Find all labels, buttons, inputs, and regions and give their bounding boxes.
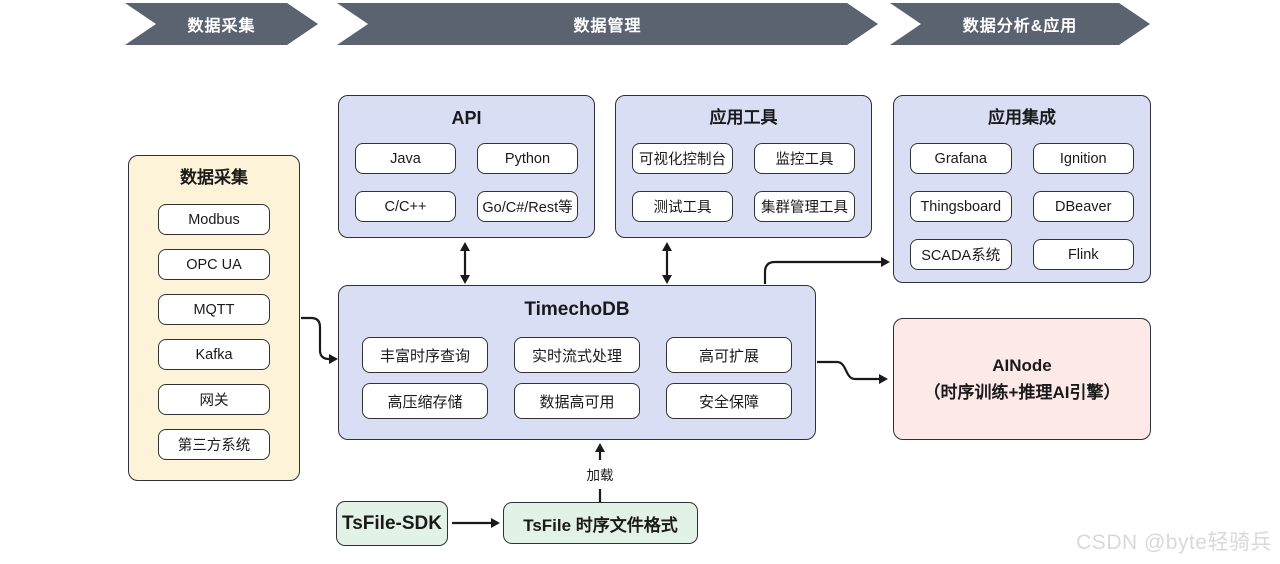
panel-data-collection: 数据采集 Modbus OPC UA MQTT Kafka 网关 第三方系统 bbox=[128, 155, 300, 481]
box-label: TsFile 时序文件格式 bbox=[523, 515, 678, 535]
list-item: 高压缩存储 bbox=[362, 383, 488, 419]
ainode-title: AINode bbox=[992, 356, 1052, 375]
list-item: 集群管理工具 bbox=[754, 191, 855, 222]
connector-api-timechodb bbox=[460, 242, 470, 284]
list-item: 安全保障 bbox=[666, 383, 792, 419]
list-item: Kafka bbox=[158, 339, 270, 370]
list-item: C/C++ bbox=[355, 191, 456, 222]
panel-title: API bbox=[451, 108, 482, 128]
watermark: CSDN @byte轻骑兵 bbox=[1076, 531, 1272, 554]
banner-data-collection: 数据采集 bbox=[125, 3, 318, 45]
load-label: 加载 bbox=[586, 468, 614, 483]
list-item: Python bbox=[477, 143, 578, 174]
banner-data-management: 数据管理 bbox=[337, 3, 878, 45]
list-item: 高可扩展 bbox=[666, 337, 792, 373]
panel-title: 应用工具 bbox=[709, 108, 778, 127]
connector-collection-to-timechodb bbox=[301, 316, 338, 364]
panel-app-integration: 应用集成 Grafana Ignition Thingsboard DBeave… bbox=[893, 95, 1151, 283]
panel-timechodb: TimechoDB 丰富时序查询 实时流式处理 高可扩展 高压缩存储 数据高可用… bbox=[338, 285, 816, 440]
list-item: Java bbox=[355, 143, 456, 174]
panel-ainode: AINode （时序训练+推理AI引擎） bbox=[893, 318, 1151, 440]
box-tsfile-format: TsFile 时序文件格式 bbox=[503, 502, 698, 544]
list-item: Modbus bbox=[158, 204, 270, 235]
list-item: 实时流式处理 bbox=[514, 337, 640, 373]
list-item: 数据高可用 bbox=[514, 383, 640, 419]
connector-sdk-to-format bbox=[452, 518, 500, 528]
api-list: Java Python C/C++ Go/C#/Rest等 bbox=[339, 131, 594, 222]
panel-app-tools: 应用工具 可视化控制台 监控工具 测试工具 集群管理工具 bbox=[615, 95, 872, 238]
list-item: 网关 bbox=[158, 384, 270, 415]
list-item: 第三方系统 bbox=[158, 429, 270, 460]
list-item: 丰富时序查询 bbox=[362, 337, 488, 373]
list-item: 可视化控制台 bbox=[632, 143, 733, 174]
connector-timechodb-to-ainode bbox=[817, 360, 888, 384]
panel-title: TimechoDB bbox=[524, 299, 630, 320]
list-item: OPC UA bbox=[158, 249, 270, 280]
list-item: Go/C#/Rest等 bbox=[477, 191, 578, 222]
ainode-subtitle: （时序训练+推理AI引擎） bbox=[923, 383, 1121, 402]
list-item: Flink bbox=[1032, 239, 1134, 270]
app-integration-list: Grafana Ignition Thingsboard DBeaver SCA… bbox=[894, 131, 1150, 270]
list-item: SCADA系统 bbox=[910, 239, 1012, 270]
box-label: TsFile-SDK bbox=[342, 512, 442, 534]
panel-title: 应用集成 bbox=[988, 108, 1056, 127]
list-item: Grafana bbox=[910, 143, 1012, 174]
banner-data-analysis: 数据分析&应用 bbox=[890, 3, 1150, 45]
list-item: MQTT bbox=[158, 294, 270, 325]
timechodb-feature-list: 丰富时序查询 实时流式处理 高可扩展 高压缩存储 数据高可用 安全保障 bbox=[339, 325, 815, 419]
panel-api: API Java Python C/C++ Go/C#/Rest等 bbox=[338, 95, 595, 238]
list-item: Ignition bbox=[1032, 143, 1134, 174]
panel-title: 数据采集 bbox=[180, 168, 248, 187]
list-item: 测试工具 bbox=[632, 191, 733, 222]
banner-label: 数据管理 bbox=[573, 18, 642, 35]
box-tsfile-sdk: TsFile-SDK bbox=[336, 501, 448, 546]
data-collection-list: Modbus OPC UA MQTT Kafka 网关 第三方系统 bbox=[158, 204, 270, 460]
connector-timechodb-to-integration bbox=[763, 257, 890, 284]
banner-label: 数据分析&应用 bbox=[962, 18, 1078, 35]
list-item: 监控工具 bbox=[754, 143, 855, 174]
app-tools-list: 可视化控制台 监控工具 测试工具 集群管理工具 bbox=[616, 131, 871, 222]
banner-label: 数据采集 bbox=[187, 18, 256, 35]
list-item: Thingsboard bbox=[910, 191, 1012, 222]
connector-tools-timechodb bbox=[662, 242, 672, 284]
list-item: DBeaver bbox=[1032, 191, 1134, 222]
